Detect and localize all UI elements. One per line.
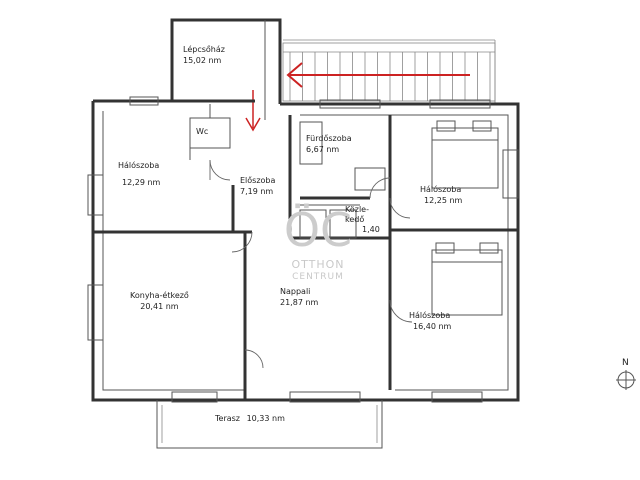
windows — [87, 96, 519, 403]
room-name: Hálószoba — [118, 161, 160, 170]
room-label-bedroom-nw: Hálószoba 12,29 nm — [118, 160, 160, 188]
room-area: 7,19 nm — [240, 187, 274, 196]
interior-walls — [93, 104, 518, 400]
room-area: 12,29 nm — [122, 178, 161, 187]
room-label-stairwell: Lépcsőház 15,02 nm — [183, 44, 225, 66]
watermark-line1: OTTHON — [291, 258, 345, 271]
room-area: 21,87 nm — [280, 298, 319, 307]
room-label-bedroom-se: Hálószoba 16,40 nm — [409, 310, 451, 332]
staircase — [282, 39, 496, 103]
bathroom-fixtures — [299, 121, 386, 239]
stairwell-walls — [170, 18, 282, 120]
terrace-outline — [156, 400, 383, 449]
bed-se — [431, 242, 503, 316]
room-name: Hálószoba — [409, 311, 451, 320]
room-name: Wc — [196, 127, 209, 136]
room-label-hallway: Előszoba 7,19 nm — [240, 175, 275, 197]
room-name-line2: kedő — [345, 215, 365, 224]
room-label-living: Nappali 21,87 nm — [280, 286, 318, 308]
room-name: Terasz — [215, 414, 241, 423]
entrance-arrow — [245, 90, 261, 132]
room-area: 6,67 nm — [306, 145, 340, 154]
room-area: 1,40 — [362, 225, 380, 234]
room-area: 20,41 nm — [140, 302, 179, 311]
room-area: 12,25 nm — [424, 196, 463, 205]
stair-arrow — [286, 62, 470, 88]
svg-text:ÖC: ÖC — [284, 203, 352, 257]
room-name: Hálószoba — [420, 185, 462, 194]
room-area: 15,02 nm — [183, 56, 222, 65]
room-name: Konyha-étkező — [130, 291, 189, 300]
room-label-bedroom-ne: Hálószoba 12,25 nm — [420, 184, 462, 206]
room-name: Fürdőszoba — [306, 134, 352, 143]
watermark-text: OTTHON CENTRUM — [283, 258, 353, 283]
room-name: Előszoba — [240, 176, 276, 185]
compass-icon — [616, 370, 636, 390]
room-label-terrace: Terasz 10,33 nm — [215, 413, 285, 424]
room-name: Nappali — [280, 287, 311, 296]
room-area: 10,33 nm — [246, 414, 285, 423]
room-label-kitchen: Konyha-étkező 20,41 nm — [130, 290, 189, 312]
bed-ne — [431, 120, 499, 189]
watermark-line2: CENTRUM — [292, 272, 344, 282]
watermark-logo: ÖC — [284, 203, 352, 257]
room-label-corridor: Közle- kedő 1,40 — [345, 205, 380, 235]
room-label-bathroom: Fürdőszoba 6,67 nm — [306, 133, 352, 155]
room-name: Lépcsőház — [183, 45, 225, 54]
compass-label: N — [622, 358, 629, 368]
room-name-line1: Közle- — [345, 205, 369, 214]
room-area: 16,40 nm — [413, 322, 452, 331]
stair-steps — [289, 52, 491, 101]
doors — [209, 159, 413, 369]
room-label-wc: Wc — [196, 126, 208, 137]
